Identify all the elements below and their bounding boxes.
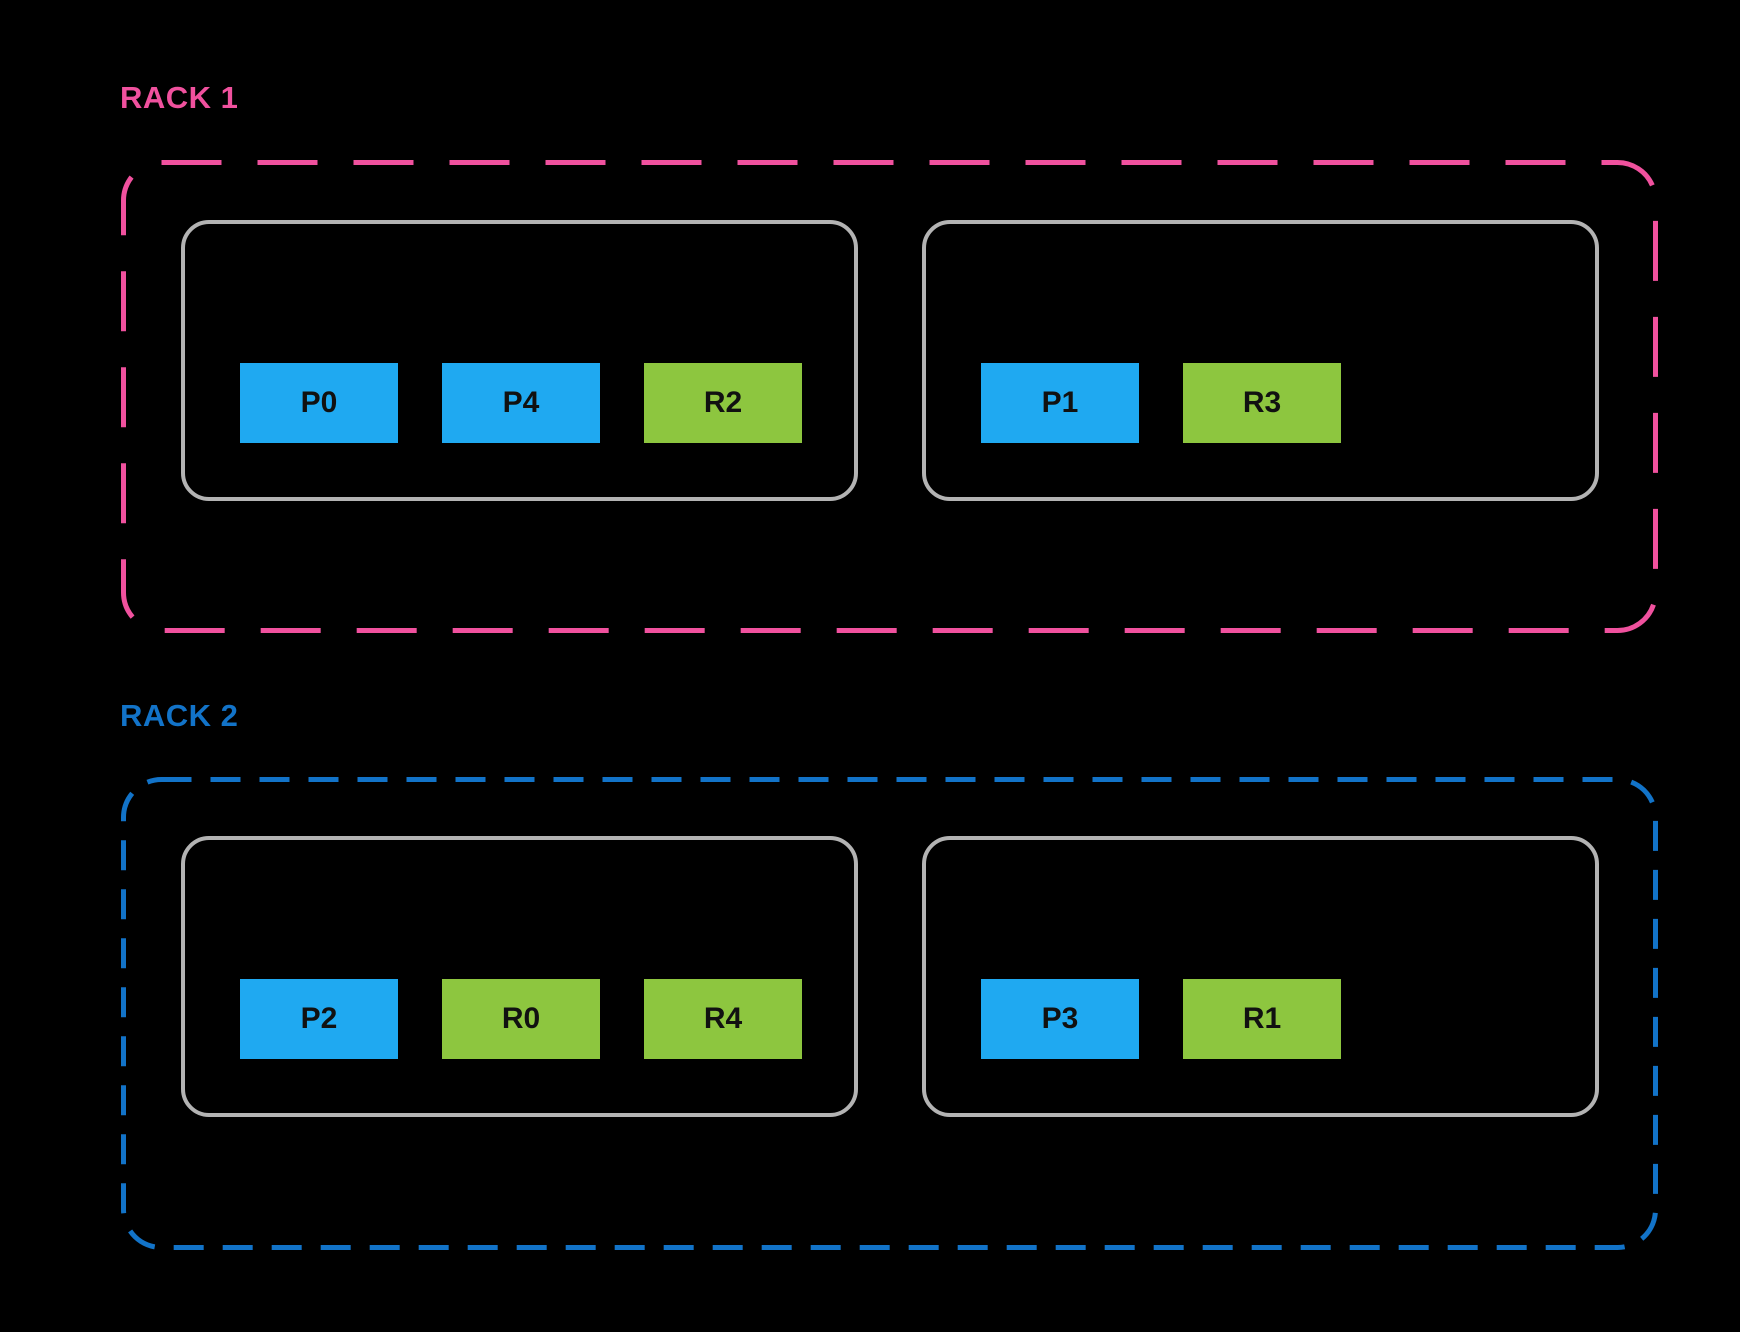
replica-block: R2 <box>644 363 802 443</box>
partition-block: P4 <box>442 363 600 443</box>
partition-block: P1 <box>981 363 1139 443</box>
replica-block: R0 <box>442 979 600 1059</box>
rack-1-node-1: P0 P4 R2 <box>181 220 858 501</box>
rack-1-node-2: P1 R3 <box>922 220 1599 501</box>
replica-block: R3 <box>1183 363 1341 443</box>
rack-2-node-1-blocks: P2 R0 R4 <box>240 979 802 1059</box>
rack-2-label: RACK 2 <box>120 698 239 733</box>
rack-1-node-1-blocks: P0 P4 R2 <box>240 363 802 443</box>
rack-1-label: RACK 1 <box>120 80 239 115</box>
rack-2-node-2: P3 R1 <box>922 836 1599 1117</box>
replica-block: R1 <box>1183 979 1341 1059</box>
replica-block: R4 <box>644 979 802 1059</box>
rack-2-node-1: P2 R0 R4 <box>181 836 858 1117</box>
partition-block: P3 <box>981 979 1139 1059</box>
partition-block: P2 <box>240 979 398 1059</box>
partition-block: P0 <box>240 363 398 443</box>
rack-1-node-2-blocks: P1 R3 <box>981 363 1341 443</box>
rack-2-node-2-blocks: P3 R1 <box>981 979 1341 1059</box>
